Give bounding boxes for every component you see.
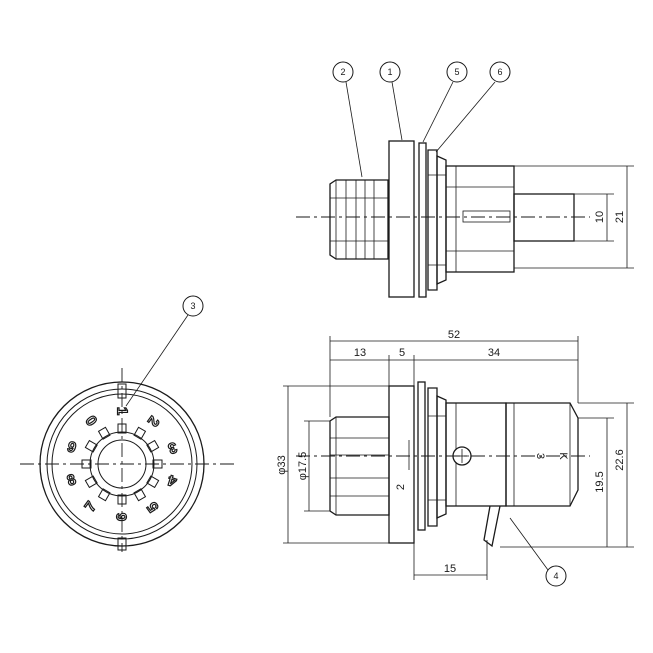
terminal-tab — [483, 505, 501, 548]
leader-line — [345, 81, 363, 178]
cog-tooth — [97, 426, 111, 440]
callout-4: 4 — [509, 517, 567, 587]
dial-digit: 5 — [144, 499, 163, 516]
washer — [418, 142, 427, 298]
callout-number: 1 — [387, 67, 392, 77]
leader-line — [125, 314, 189, 407]
panel-plate — [388, 140, 415, 298]
dim-34-label: 34 — [488, 347, 500, 359]
key-slot — [462, 210, 511, 223]
callout-number: 5 — [454, 67, 459, 77]
nut-face — [436, 154, 447, 286]
dim-52-label: 52 — [448, 329, 460, 341]
callout-bubble — [379, 61, 401, 83]
nut — [427, 387, 438, 527]
callout-bubble — [545, 565, 567, 587]
callout-bubble — [446, 61, 468, 83]
cog-tooth — [84, 475, 98, 489]
callout-bubble — [332, 61, 354, 83]
dial-digit: 4 — [165, 471, 179, 490]
dim-22-6-label: 22.6 — [614, 449, 626, 470]
dial-digit: 6 — [114, 513, 131, 521]
cog-tooth — [97, 488, 111, 502]
mark-k: K — [557, 452, 569, 460]
rear-shaft — [513, 193, 575, 242]
leader-line — [509, 517, 549, 571]
callout-bubble — [489, 61, 511, 83]
callout-number: 6 — [497, 67, 502, 77]
cog-tooth — [146, 475, 160, 489]
callout-number: 4 — [553, 571, 558, 581]
leader-line — [422, 81, 454, 143]
callout-number: 2 — [340, 67, 345, 77]
mark-2: 2 — [395, 484, 407, 490]
dial-digit: 7 — [81, 499, 100, 516]
knob-body — [329, 179, 389, 260]
panel-plate — [388, 385, 415, 544]
cog-tooth — [84, 439, 98, 453]
dim-21-label: 21 — [614, 211, 626, 223]
leader-line — [391, 81, 403, 141]
callout-2-top: 2 — [332, 61, 363, 178]
dial-digit: 9 — [65, 438, 78, 457]
callout-bubble — [182, 295, 204, 317]
nut — [427, 149, 438, 291]
cog-tooth — [133, 488, 147, 502]
nut-face — [436, 394, 447, 520]
callout-number: 3 — [190, 301, 195, 311]
cog-tooth — [146, 439, 160, 453]
dial-digit: 2 — [144, 413, 163, 430]
dial-digit: 3 — [166, 438, 179, 457]
dial-digit: 0 — [81, 413, 100, 430]
dim-33-label: φ33 — [276, 455, 288, 474]
pointer-top — [117, 383, 127, 399]
dim-17-5-label: φ17.5 — [297, 452, 309, 481]
dim-13-label: 13 — [354, 347, 366, 359]
callout-3: 3 — [125, 295, 204, 407]
pointer-bottom — [117, 537, 127, 551]
callout-5-top: 5 — [422, 61, 468, 143]
dim-10-label: 10 — [594, 211, 606, 223]
dim-19-5-label: 19.5 — [594, 471, 606, 492]
knob-body — [329, 416, 390, 516]
bottom-side-view: 2 3 K 52 13 5 34 φ33 φ17.5 22.6 19.5 — [276, 329, 634, 580]
callout-6-top: 6 — [435, 61, 511, 153]
dim-5-label: 5 — [399, 347, 405, 359]
dim-15-label: 15 — [444, 563, 456, 575]
callout-1-top: 1 — [379, 61, 403, 141]
leader-line — [435, 81, 496, 153]
mark-3: 3 — [534, 453, 546, 459]
dial-digit: 8 — [65, 471, 78, 490]
top-side-view: 10 21 — [296, 140, 634, 298]
cog-tooth — [133, 426, 147, 440]
